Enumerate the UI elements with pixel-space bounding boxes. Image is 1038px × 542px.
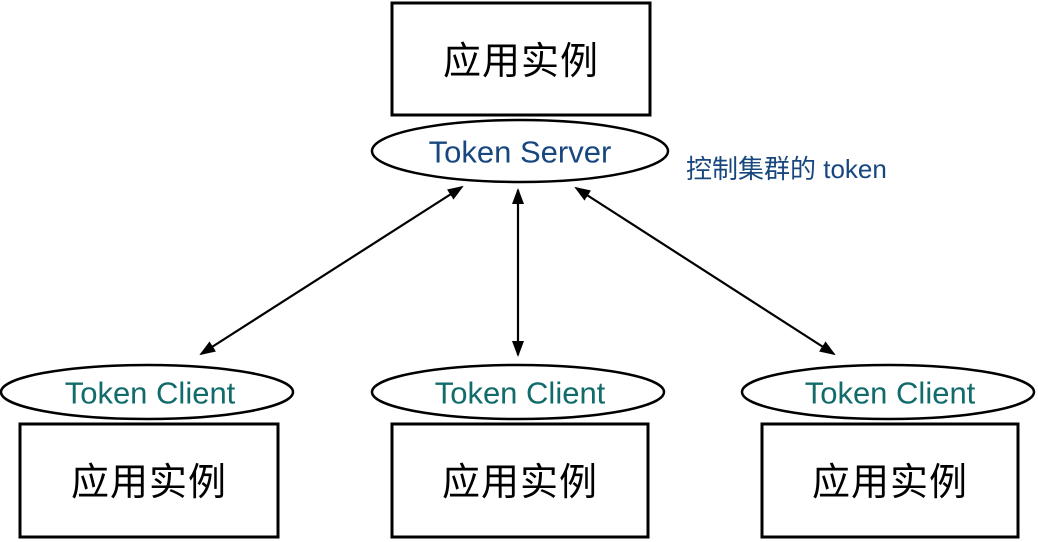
right-token-client-ellipse [740, 363, 1036, 421]
client-cluster-left: 应用实例 Token Client [0, 363, 295, 539]
arrow-server-to-left-client [199, 185, 464, 356]
client-cluster-right: 应用实例 Token Client [740, 363, 1036, 539]
middle-client-app-instance-label: 应用实例 [442, 462, 598, 504]
server-app-instance-label: 应用实例 [443, 41, 599, 83]
right-token-client-label: Token Client [805, 376, 976, 411]
left-token-client-label: Token Client [65, 376, 236, 411]
middle-token-client-ellipse [370, 363, 666, 421]
server-app-instance-box [390, 1, 652, 117]
left-client-app-instance-box [18, 422, 280, 539]
middle-client-app-instance-box [390, 422, 650, 539]
left-token-client-ellipse [0, 363, 295, 421]
server-cluster: 应用实例 Token Server 控制集群的 token [370, 1, 887, 184]
middle-token-client-label: Token Client [435, 376, 606, 411]
left-client-app-instance-label: 应用实例 [71, 462, 227, 504]
right-client-app-instance-label: 应用实例 [812, 462, 968, 504]
arrow-server-to-right-client [574, 186, 836, 356]
arrows [199, 185, 836, 357]
token-server-label: Token Server [429, 135, 612, 170]
token-server-annotation: 控制集群的 token [686, 154, 887, 184]
right-client-app-instance-box [760, 422, 1020, 539]
token-server-ellipse [370, 118, 670, 184]
client-cluster-middle: 应用实例 Token Client [370, 363, 666, 539]
